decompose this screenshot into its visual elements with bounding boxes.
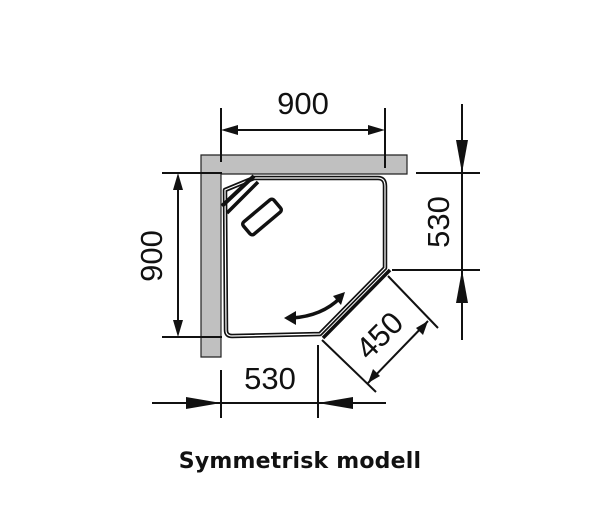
door-swing-arrow [284,292,345,325]
drain-slot [241,197,283,237]
dimension-left-height [162,172,222,338]
label-bottom-side: 530 [244,361,296,396]
diagram-title: Symmetrisk modell [178,449,422,474]
shower-tray-outline [220,174,392,340]
dimension-diagonal-door [321,275,439,393]
label-right-side: 530 [421,196,456,248]
label-diagonal-door: 450 [349,305,410,366]
dimension-top-width [220,108,386,168]
label-left-height: 900 [134,230,169,282]
dimension-bottom-side [152,345,386,418]
dimension-right-side [392,104,480,340]
label-top-width: 900 [277,86,329,121]
